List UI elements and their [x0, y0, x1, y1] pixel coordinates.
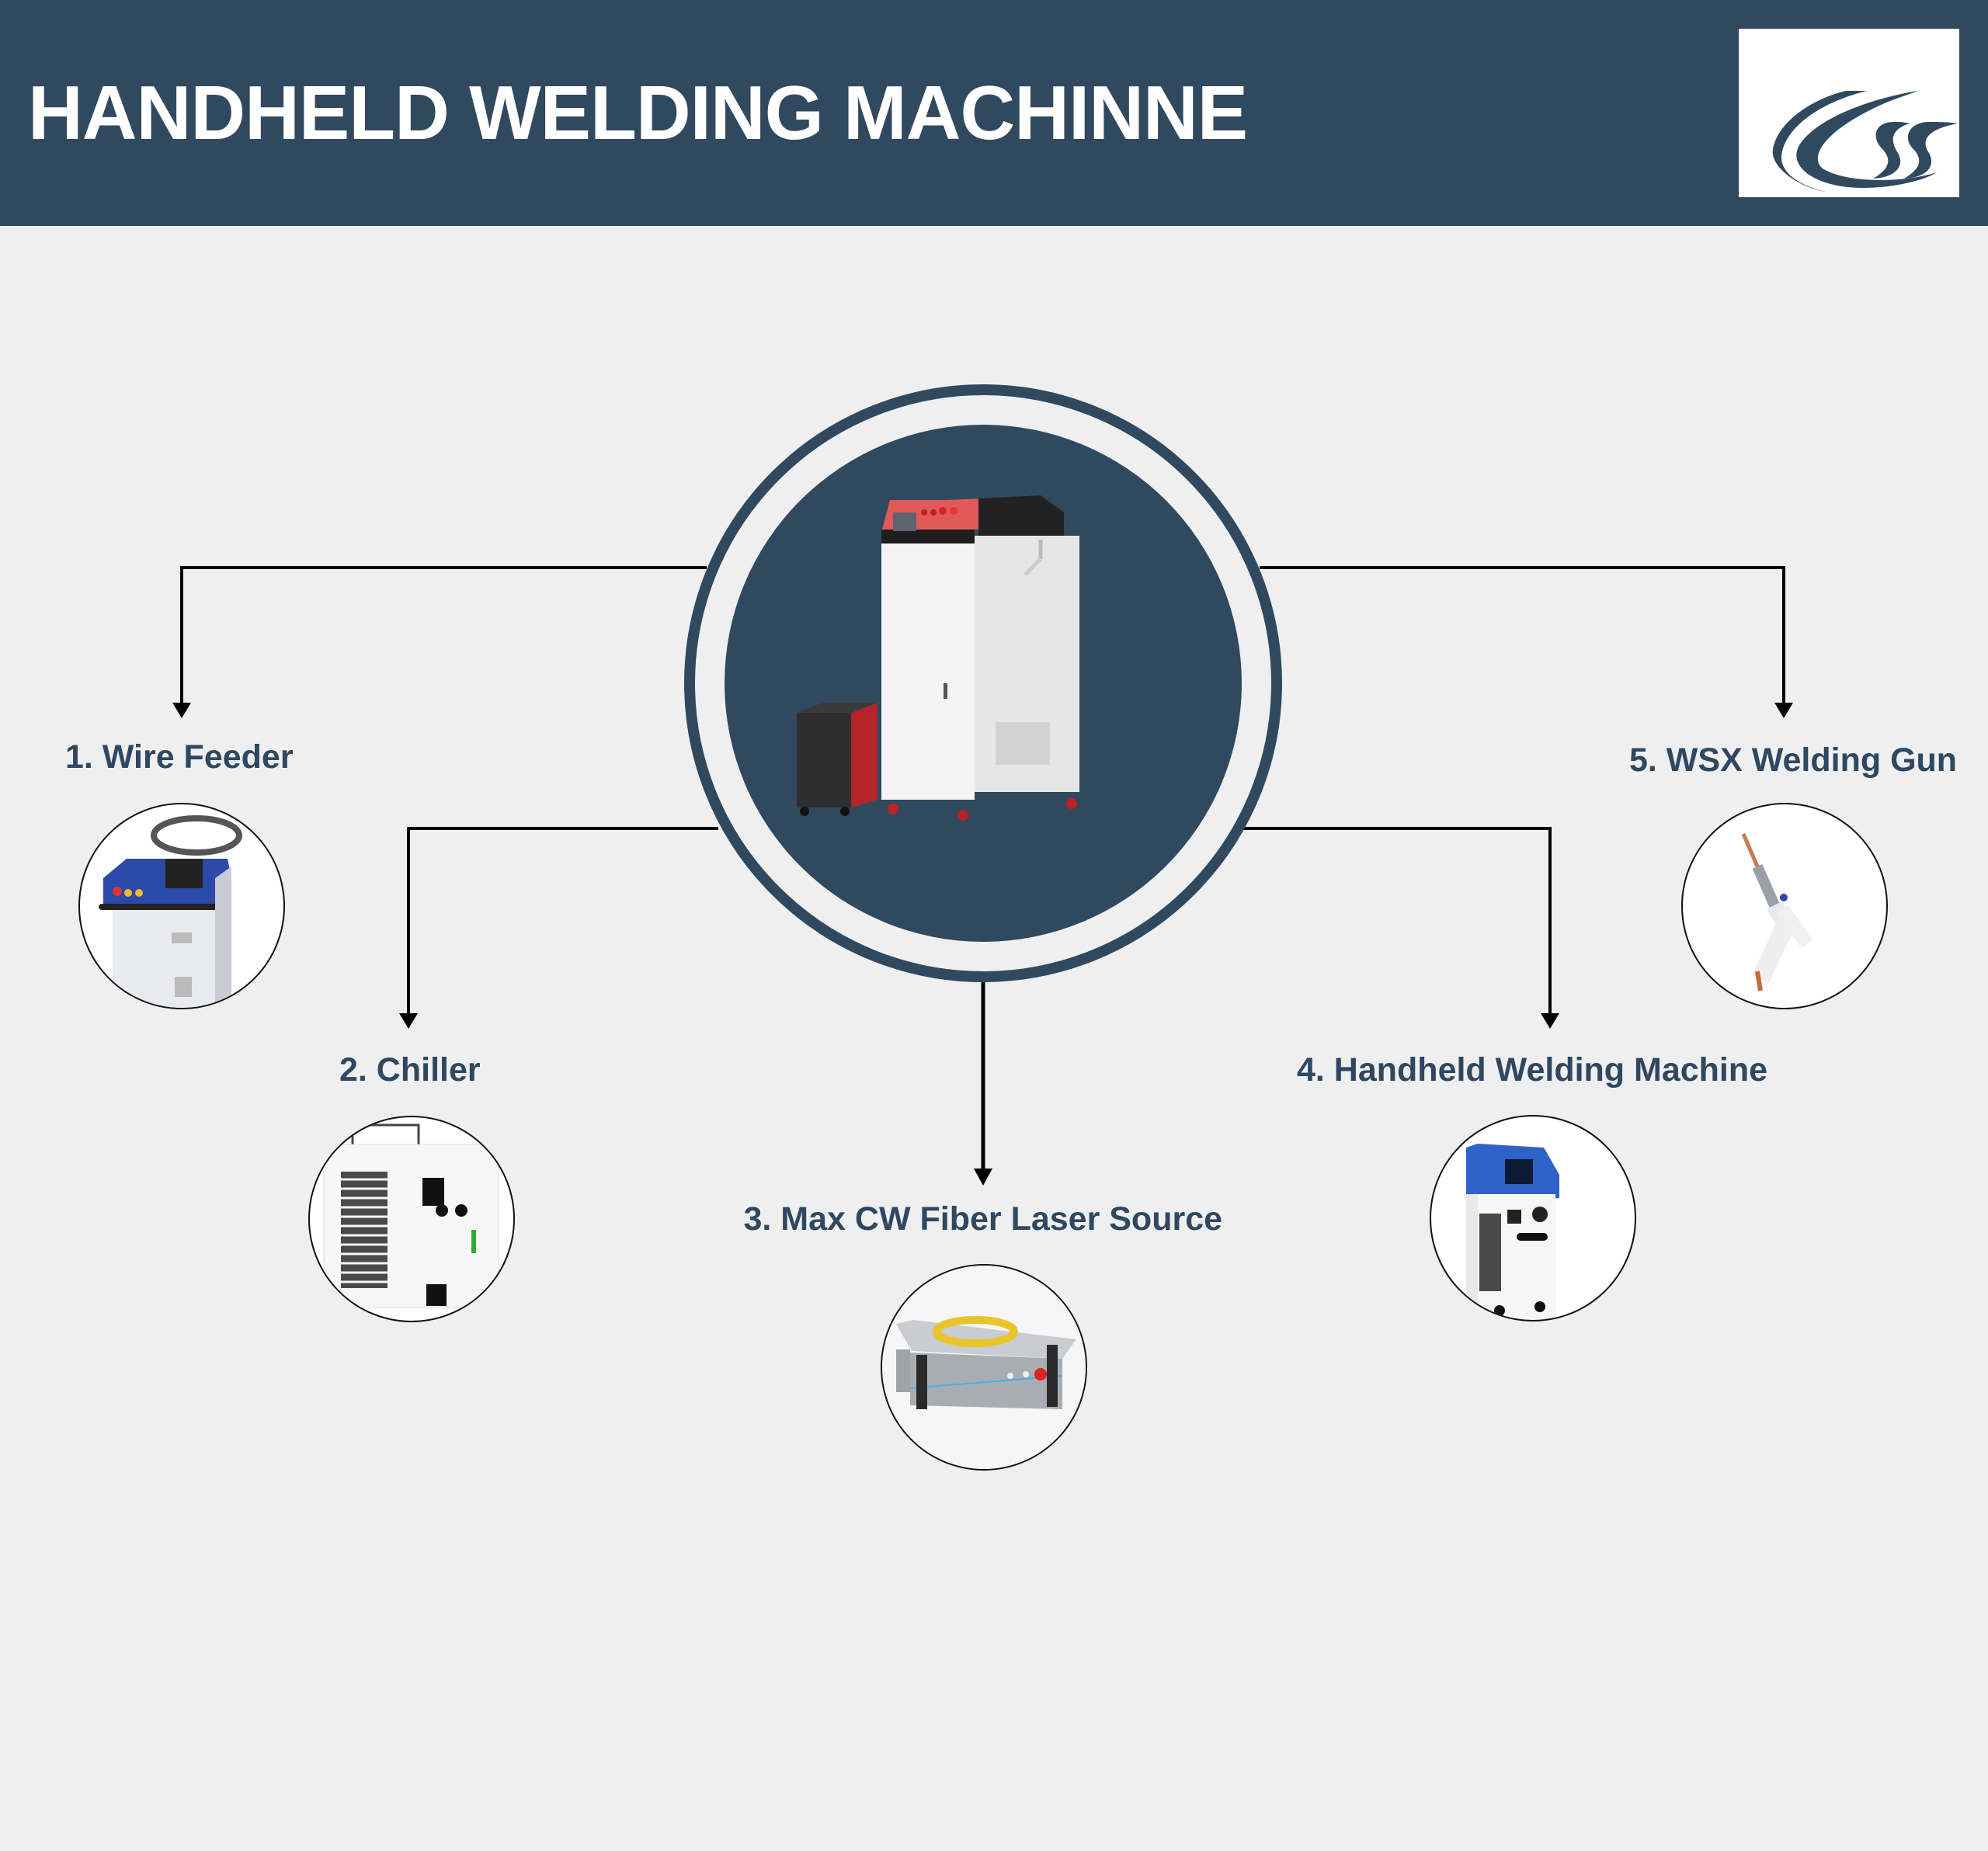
- hub-machine-image: [797, 495, 1079, 821]
- component-label-handheld-welding-machine: 4. Handheld Welding Machine: [1297, 1051, 1768, 1089]
- component-label-chiller: 2. Chiller: [339, 1051, 481, 1089]
- thumbnail-handheld-welding-machine: [1430, 1115, 1636, 1321]
- handheld-welding-machine-image: [1466, 1144, 1559, 1318]
- connector-wsx-welding-gun: [1260, 566, 1793, 718]
- header-banner: HANDHELD WELDING MACHINNE: [0, 0, 1988, 226]
- thumbnail-laser-source: [881, 1264, 1087, 1471]
- component-label-laser-source: 3. Max CW Fiber Laser Source: [743, 1200, 1223, 1238]
- arrow-down-icon: [399, 1013, 418, 1029]
- company-logo: [1739, 29, 1959, 197]
- arrow-down-icon: [974, 1169, 992, 1186]
- component-label-wsx-welding-gun: 5. WSX Welding Gun: [1629, 741, 1958, 779]
- connector-laser-source: [974, 980, 992, 1186]
- wire-feeder-image: [99, 815, 242, 1008]
- component-label-wire-feeder: 1. Wire Feeder: [65, 738, 294, 776]
- hub-central-machine: [725, 425, 1242, 942]
- chiller-image: [323, 1123, 499, 1308]
- page-title: HANDHELD WELDING MACHINNE: [28, 70, 1248, 155]
- logo-swoosh-icon: [1772, 91, 1958, 192]
- arrow-down-icon: [1774, 703, 1793, 718]
- thumbnail-chiller: [308, 1116, 515, 1322]
- arrow-down-icon: [172, 703, 191, 718]
- fiber-laser-source-image: [882, 1266, 1086, 1469]
- arrow-down-icon: [1541, 1013, 1559, 1029]
- connector-chiller: [399, 827, 718, 1029]
- thumbnail-wsx-welding-gun: [1681, 803, 1888, 1009]
- thumbnail-wire-feeder: [78, 803, 285, 1009]
- welding-gun-image: [1741, 833, 1813, 991]
- hub-outer-ring: [684, 384, 1282, 982]
- connector-handheld-welding-machine: [1240, 827, 1559, 1029]
- connector-wire-feeder: [172, 566, 707, 718]
